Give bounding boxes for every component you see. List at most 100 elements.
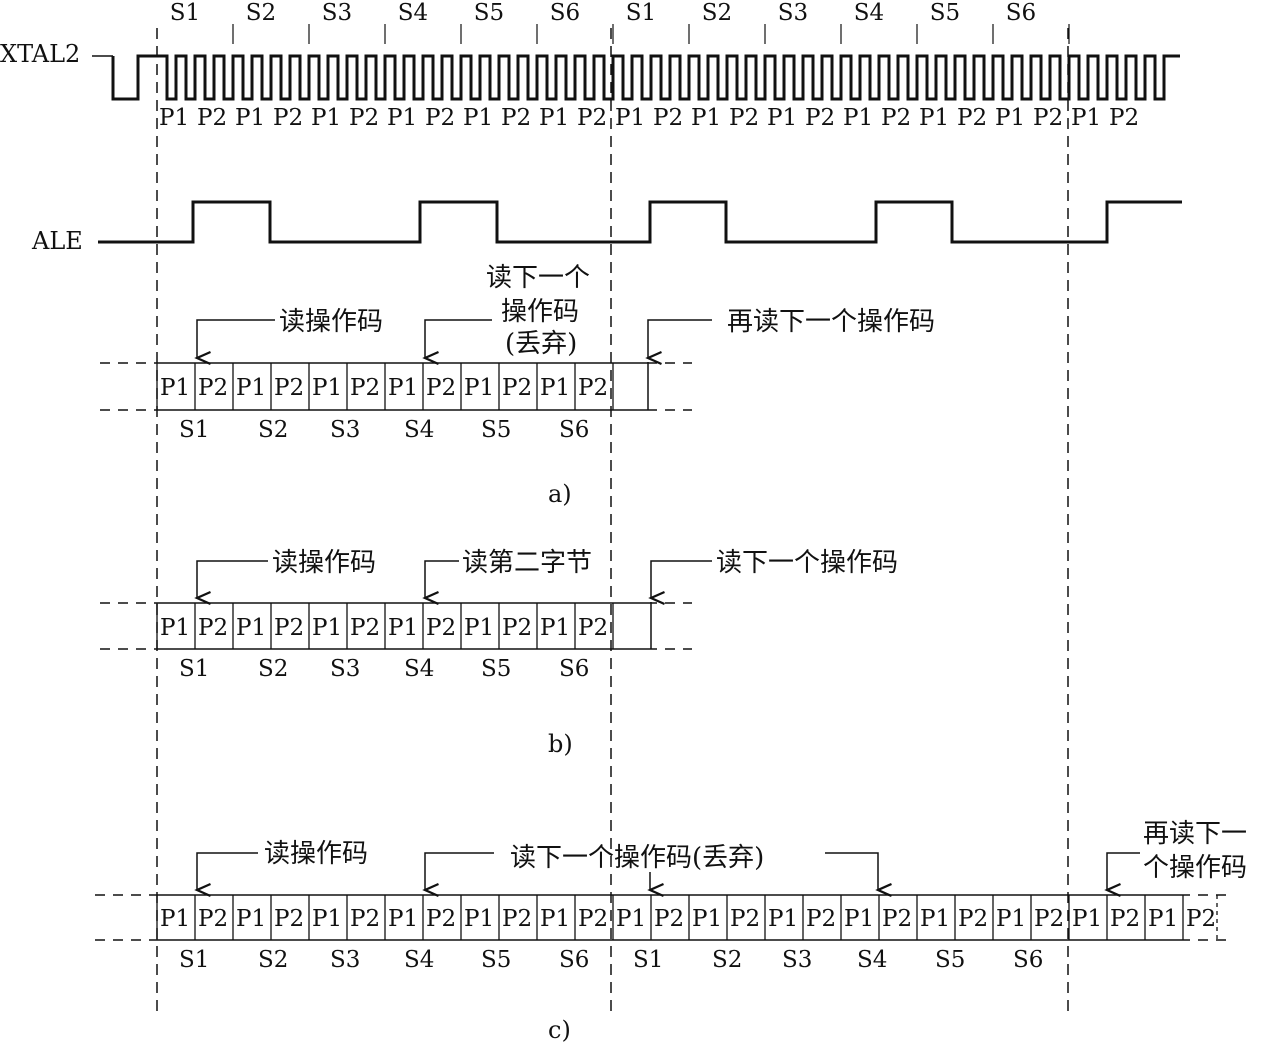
panel-a-state-label: S1: [179, 417, 209, 443]
panel-c-caption: c): [548, 1016, 571, 1044]
xtal2-state-label: S5: [474, 0, 504, 26]
panel-b-state-label: S6: [559, 656, 589, 682]
panel-c-phase-cell: P2: [1186, 906, 1216, 932]
panel-c-phase-cell: P2: [882, 906, 912, 932]
panel-c-phase-cell: P1: [920, 906, 950, 932]
xtal2-phase-label: P1: [159, 105, 189, 131]
panel-c-state-label: S3: [782, 947, 812, 973]
panel-c-phase-cell: P2: [730, 906, 760, 932]
xtal2-state-label: S3: [322, 0, 352, 26]
panel-b-state-label: S3: [330, 656, 360, 682]
xtal2-state-label: S1: [170, 0, 200, 26]
panel-b-read-next-pointer: [648, 560, 712, 606]
panel-b-read-next-label: 读下一个操作码: [716, 548, 898, 578]
panel-c-phase-cell: P1: [1072, 906, 1102, 932]
panel-c-phase-cell: P2: [578, 906, 608, 932]
panel-c-phase-cell: P1: [844, 906, 874, 932]
panel-a-phase-cell: P2: [274, 375, 304, 401]
panel-c-state-label: S1: [179, 947, 209, 973]
panel-a-caption: a): [548, 480, 572, 508]
panel-b-phase-cell: P1: [540, 615, 570, 641]
panel-c-read-again-pointer: [1104, 852, 1140, 898]
panel-c-phase-cell: P1: [996, 906, 1026, 932]
xtal2-phase-label: P2: [273, 105, 303, 131]
xtal2-phase-label: P2: [653, 105, 683, 131]
panel-a-phase-cell: P2: [198, 375, 228, 401]
xtal2-state-label: S2: [702, 0, 732, 26]
panel-b-phase-cell: P2: [350, 615, 380, 641]
xtal2-phase-label: P1: [1071, 105, 1101, 131]
panel-c-state-label: S3: [330, 947, 360, 973]
panel-a-read-opcode-label: 读操作码: [279, 307, 383, 337]
xtal2-state-label: S2: [246, 0, 276, 26]
panel-c-phase-cell: P1: [464, 906, 494, 932]
panel-b-phase-cell: P1: [236, 615, 266, 641]
panel-c-state-label: S4: [857, 947, 887, 973]
panel-c-phase-cell: P2: [806, 906, 836, 932]
panel-c-state-label: S4: [404, 947, 434, 973]
ale-label: ALE: [31, 227, 83, 255]
ale-waveform: [98, 200, 1182, 244]
panel-c-state-label: S6: [559, 947, 589, 973]
panel-a-state-label: S2: [258, 417, 288, 443]
panel-a-phase-cell: P2: [426, 375, 456, 401]
panel-a-read-next-line2: 操作码: [501, 297, 579, 327]
panel-a-state-label: S4: [404, 417, 434, 443]
xtal2-state-label: S3: [778, 0, 808, 26]
xtal2-phase-label: P2: [805, 105, 835, 131]
xtal2-state-label: S5: [930, 0, 960, 26]
panel-c-state-label: S1: [633, 947, 663, 973]
panel-a-state-label: S6: [559, 417, 589, 443]
panel-c-phase-cell: P2: [502, 906, 532, 932]
panel-c-phase-cell: P1: [1148, 906, 1178, 932]
panel-a-phase-cell: P1: [236, 375, 266, 401]
cycle-boundary-guides: [156, 28, 1069, 1018]
xtal2-phase-label: P1: [463, 105, 493, 131]
xtal2-phase-label: P2: [957, 105, 987, 131]
xtal2-state-label: S6: [550, 0, 580, 26]
panel-a-state-label: S3: [330, 417, 360, 443]
xtal2-phase-label: P1: [995, 105, 1025, 131]
xtal2-phase-label: P2: [1109, 105, 1139, 131]
panel-a-phase-cell: P1: [540, 375, 570, 401]
xtal2-phase-label: P2: [425, 105, 455, 131]
panel-c-phase-cell: P2: [958, 906, 988, 932]
panel-a-phase-cell: P2: [502, 375, 532, 401]
xtal2-phase-label: P1: [387, 105, 417, 131]
panel-c-phase-cell: P2: [274, 906, 304, 932]
panel-a-state-label: S5: [481, 417, 511, 443]
panel-a-read-again-pointer: [645, 319, 712, 366]
panel-b-phase-cell: P1: [160, 615, 190, 641]
panel-c-read-opcode-pointer: [194, 852, 258, 898]
panel-a-phase-cell: P1: [464, 375, 494, 401]
xtal2-phase-label: P1: [615, 105, 645, 131]
panel-c-phase-cell: P2: [350, 906, 380, 932]
panel-b-phase-cell: P2: [274, 615, 304, 641]
panel-b-read-opcode-label: 读操作码: [272, 548, 376, 578]
panel-c-phase-cell: P1: [540, 906, 570, 932]
xtal2-phase-label: P2: [349, 105, 379, 131]
panel-c-phase-cell: P2: [654, 906, 684, 932]
panel-a-read-next-line1: 读下一个: [486, 263, 590, 293]
panel-a-phase-cell: P2: [350, 375, 380, 401]
panel-a-read-next-line3: (丢弃): [505, 329, 577, 359]
xtal2-phase-label: P1: [235, 105, 265, 131]
panel-b-phase-cell: P2: [426, 615, 456, 641]
panel-c-phase-cell: P2: [426, 906, 456, 932]
panel-c-state-label: S6: [1013, 947, 1043, 973]
xtal2-state-label: S4: [398, 0, 428, 26]
panel-a-read-again-label: 再读下一个操作码: [727, 307, 935, 337]
xtal2-phase-label: P1: [767, 105, 797, 131]
panel-a-phase-cell: P2: [578, 375, 608, 401]
panel-c-phase-cell: P1: [388, 906, 418, 932]
panel-c-phase-cell: P2: [198, 906, 228, 932]
panel-c-read-opcode-label: 读操作码: [264, 839, 368, 869]
panel-c-phase-cell: P1: [312, 906, 342, 932]
panel-a-phase-cell: P1: [388, 375, 418, 401]
xtal2-phase-label: P2: [577, 105, 607, 131]
